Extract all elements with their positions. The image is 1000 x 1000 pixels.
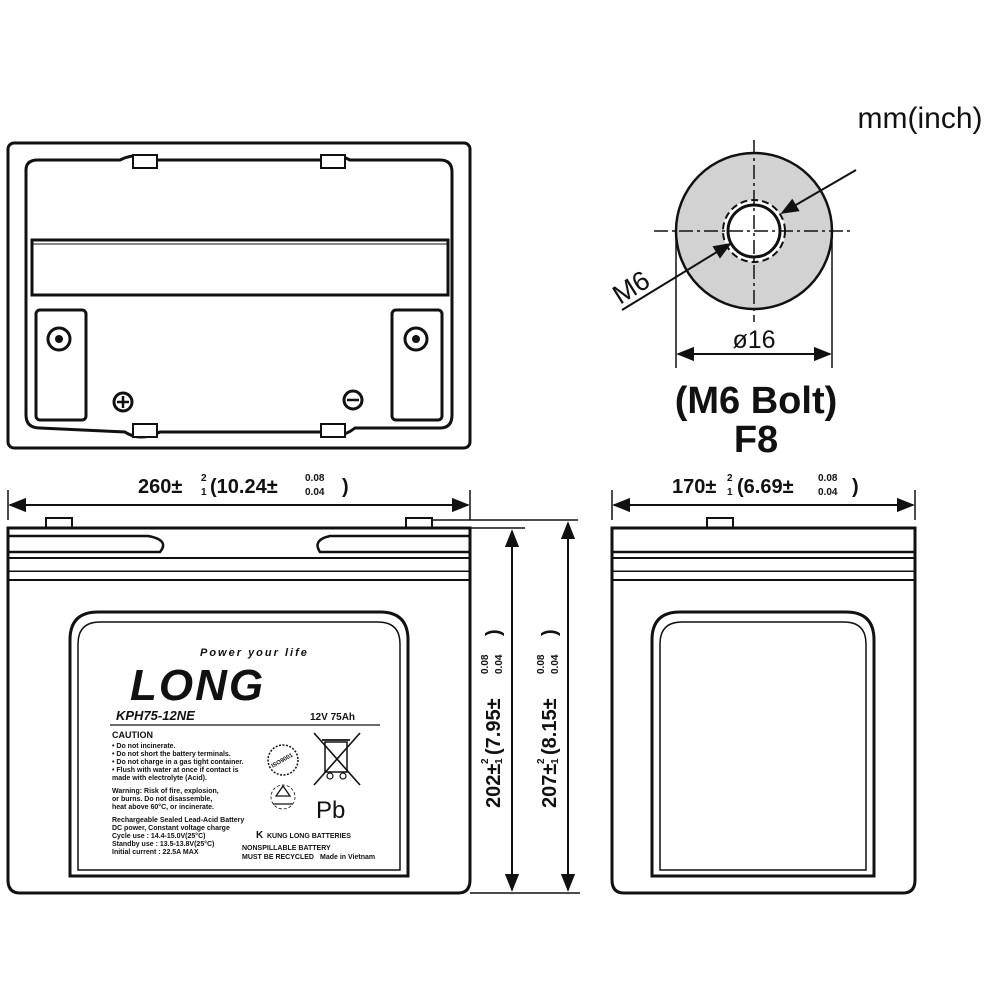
units-label: mm(inch): [858, 102, 983, 135]
width-inch-up: 0.08: [818, 473, 838, 484]
brand-logo: LONG: [130, 661, 265, 710]
total-height-inch-down: 0.04: [550, 654, 561, 674]
spec-line: DC power, Constant voltage charge: [112, 825, 230, 832]
terminal-left-icon: [46, 326, 72, 352]
caution-title: CAUTION: [112, 730, 153, 740]
length-tol-up: 2: [201, 473, 207, 484]
warning-line: heat above 60°C, or incinerate.: [112, 803, 214, 811]
negative-sign-icon: [342, 389, 364, 411]
length-close: ): [342, 476, 349, 498]
height-inch: (7.95±: [483, 698, 505, 755]
front-view: Power your life LONG KPH75-12NE 12V 75Ah…: [6, 517, 472, 895]
height-close: ): [483, 629, 505, 636]
terminal-right-icon: [403, 326, 429, 352]
terminal-detail: mm(inch) M6 ø16 (M6 Bolt) F8: [607, 102, 982, 461]
model-number: KPH75-12NE: [116, 708, 195, 723]
width-inch: (6.69±: [737, 476, 794, 498]
company-name: KUNG LONG BATTERIES: [267, 833, 351, 840]
width-inch-down: 0.04: [818, 487, 838, 498]
width-main: 170±: [672, 476, 716, 498]
caution-line: made with electrolyte (Acid).: [112, 775, 207, 782]
total-height-tol-down: 1: [550, 758, 561, 764]
length-dimension: 260± 2 1 (10.24± 0.08 0.04 ): [7, 473, 471, 520]
length-inch: (10.24±: [210, 476, 278, 498]
kung-long-logo-icon: K: [256, 830, 264, 841]
terminal-code: F8: [734, 419, 778, 461]
nonspill-text: NONSPILLABLE BATTERY: [242, 845, 331, 852]
length-inch-down: 0.04: [305, 487, 325, 498]
width-tol-up: 2: [727, 473, 733, 484]
warning-line: Warning: Risk of fire, explosion,: [112, 788, 219, 795]
warning-line: or burns. Do not disassemble,: [112, 796, 212, 803]
height-tol-down: 1: [494, 758, 505, 764]
recycle-icon: [270, 784, 296, 810]
positive-sign-icon: [112, 391, 134, 413]
length-inch-up: 0.08: [305, 473, 325, 484]
spec-line: Initial current : 22.5A MAX: [112, 849, 199, 856]
total-height-inch-up: 0.08: [536, 654, 547, 674]
thread-label: M6: [607, 265, 655, 310]
caution-line: • Do not short the battery terminals.: [112, 751, 231, 758]
battery-label: Power your life LONG KPH75-12NE 12V 75Ah…: [110, 647, 380, 861]
length-tol-down: 1: [201, 487, 207, 498]
slogan: Power your life: [200, 647, 309, 659]
total-height-close: ): [539, 629, 561, 636]
total-height-tol-up: 2: [536, 758, 547, 764]
caution-line: • Do not incinerate.: [112, 743, 176, 750]
rating: 12V 75Ah: [310, 712, 355, 723]
height-main: 202±: [483, 764, 505, 808]
diameter-label: ø16: [732, 326, 775, 354]
width-close: ): [852, 476, 859, 498]
recycle-note: MUST BE RECYCLED: [242, 854, 314, 861]
width-tol-down: 1: [727, 487, 733, 498]
spec-line: Cycle use : 14.4-15.0V(25°C): [112, 832, 205, 840]
width-dimension: 170± 2 1 (6.69± 0.08 0.04 ): [611, 473, 916, 520]
height-tol-up: 2: [480, 758, 491, 764]
height-inch-up: 0.08: [480, 654, 491, 674]
caution-line: • Do not charge in a gas tight container…: [112, 759, 244, 766]
caution-line: • Flush with water at once if contact is: [112, 767, 239, 774]
side-view: [610, 517, 917, 895]
spec-line: Standby use : 13.5-13.8V(25°C): [112, 840, 214, 848]
total-height-main: 207±: [539, 764, 561, 808]
length-main: 260±: [138, 476, 182, 498]
spec-line: Rechargeable Sealed Lead-Acid Battery: [112, 817, 244, 824]
total-height-inch: (8.15±: [539, 698, 561, 755]
pb-label: Pb: [316, 797, 345, 824]
origin-text: Made in Vietnam: [320, 854, 375, 861]
height-dimensions: 202± 2 1 (7.95± 0.08 0.04 ) 207± 2 1 (8.…: [432, 519, 580, 894]
bolt-label: (M6 Bolt): [675, 380, 838, 422]
height-inch-down: 0.04: [494, 654, 505, 674]
top-view: [6, 141, 472, 450]
crossed-bin-icon: [313, 732, 361, 786]
